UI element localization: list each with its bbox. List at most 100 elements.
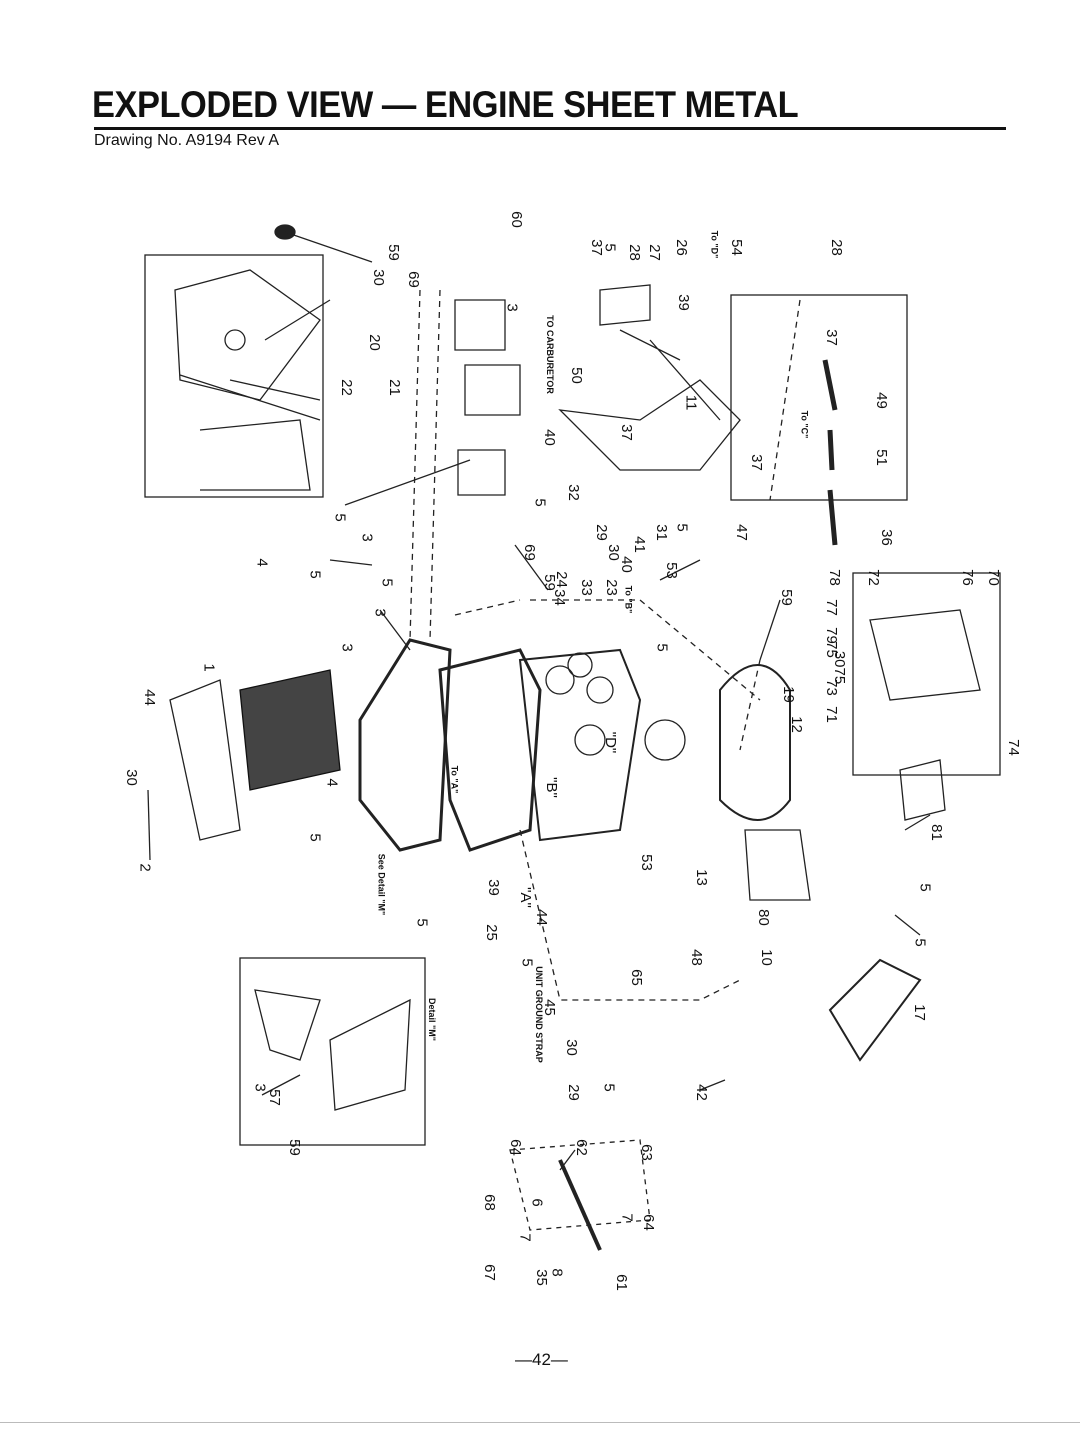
callout-label: TO CARBURETOR <box>544 315 555 394</box>
callout-label: 4 <box>253 558 271 567</box>
callout-label: 5 <box>653 643 671 652</box>
callout-label: 36 <box>877 529 895 546</box>
callout-label: 62 <box>572 1139 590 1156</box>
callout-label: 5 <box>531 498 549 507</box>
callout-label: 54 <box>727 239 745 256</box>
callout-label: 5 <box>601 243 619 252</box>
callout-label: 42 <box>692 1084 710 1101</box>
callout-label: 5 <box>518 958 536 967</box>
callout-label: 5 <box>331 513 349 522</box>
callout-label: UNIT GROUND STRAP <box>533 966 544 1063</box>
callout-label: 64 <box>506 1139 524 1156</box>
callout-label: 11 <box>682 394 700 411</box>
callout-label: 5 <box>911 938 929 947</box>
callout-label: 48 <box>687 949 705 966</box>
callout-label: 53 <box>637 854 655 871</box>
callout-label: 50 <box>567 367 585 384</box>
callout-label: 7 <box>618 1213 636 1222</box>
callout-label: 61 <box>612 1274 630 1291</box>
callout-label: 19 <box>779 686 797 703</box>
callout-label: 59 <box>285 1139 303 1156</box>
callout-label: 6 <box>528 1198 546 1207</box>
callout-label: 5 <box>600 1083 618 1092</box>
callout-label: 70 <box>984 569 1002 586</box>
callout-label: To "B" <box>623 585 634 614</box>
callout-label: 44 <box>140 689 158 706</box>
callout-label: 24 <box>552 571 570 588</box>
callout-label: 78 <box>825 569 843 586</box>
callout-label: 30 <box>369 269 387 286</box>
callout-label: 10 <box>757 949 775 966</box>
callout-label: 3 <box>338 643 356 652</box>
callout-label: 80 <box>754 909 772 926</box>
callout-label: 69 <box>404 271 422 288</box>
callout-label: 3 <box>251 1083 269 1092</box>
callout-label: 34 <box>550 589 568 606</box>
callout-label: 8 <box>548 1268 566 1277</box>
title-rule <box>94 127 1006 130</box>
callout-label: 5 <box>916 883 934 892</box>
callout-label: 45 <box>540 999 558 1016</box>
callout-label: 57 <box>265 1089 283 1106</box>
callout-label: 37 <box>617 424 635 441</box>
callout-label: See Detail "M" <box>376 853 387 916</box>
callout-label: 5 <box>413 918 431 927</box>
callout-label: 60 <box>507 211 525 228</box>
callout-label: 28 <box>827 239 845 256</box>
detail-m-inset <box>239 957 426 1146</box>
callout-label: 20 <box>365 334 383 351</box>
callout-label: 28 <box>625 244 643 261</box>
page-title: EXPLODED VIEW — ENGINE SHEET METAL <box>92 84 799 125</box>
callout-label: 5 <box>673 523 691 532</box>
callout-label: 41 <box>630 536 648 553</box>
drawing-number: Drawing No. A9194 Rev A <box>94 132 279 149</box>
callout-label: 5 <box>306 570 324 579</box>
callout-label: 30 <box>562 1039 580 1056</box>
callout-label: To "C" <box>799 410 810 439</box>
callout-label: 59 <box>777 589 795 606</box>
callout-label: "A" <box>516 887 534 908</box>
callout-label: 3 <box>503 303 521 312</box>
callout-label: 40 <box>540 429 558 446</box>
callout-label: 65 <box>627 969 645 986</box>
callout-label: 12 <box>787 716 805 733</box>
callout-label: 17 <box>910 1004 928 1021</box>
callout-label: 23 <box>602 579 620 596</box>
callout-label: 39 <box>484 879 502 896</box>
callout-label: 71 <box>822 706 840 723</box>
callout-label: 39 <box>674 294 692 311</box>
callout-label: 51 <box>872 449 890 466</box>
callout-label: Detail "M" <box>427 997 438 1042</box>
callout-label: 7 <box>516 1233 534 1242</box>
callout-label: 64 <box>639 1214 657 1231</box>
callout-label: 21 <box>385 379 403 396</box>
callout-label: 40 <box>617 556 635 573</box>
callout-label: 68 <box>480 1194 498 1211</box>
callout-label: 72 <box>864 569 882 586</box>
callout-label: 3 <box>371 608 389 617</box>
callout-label: 5 <box>306 833 324 842</box>
callout-label: 32 <box>564 484 582 501</box>
callout-label: 67 <box>480 1264 498 1281</box>
detail-inset-right <box>730 294 908 501</box>
callout-label: 29 <box>564 1084 582 1101</box>
callout-label: 3 <box>358 533 376 542</box>
callout-label: 69 <box>520 544 538 561</box>
footer-rule <box>0 1422 1080 1423</box>
callout-label: 37 <box>747 454 765 471</box>
callout-label: "B" <box>542 777 560 798</box>
callout-label: 30 <box>122 769 140 786</box>
callout-label: 53 <box>662 562 680 579</box>
callout-label: 31 <box>652 524 670 541</box>
callout-label: 5 <box>378 578 396 587</box>
callout-label: 4 <box>323 778 341 787</box>
callout-label: To "A" <box>449 765 460 794</box>
detail-inset-control <box>852 572 1001 776</box>
callout-label: 44 <box>532 909 550 926</box>
callout-label: 76 <box>958 569 976 586</box>
page-number: —42— <box>515 1350 568 1369</box>
callout-label: 33 <box>577 579 595 596</box>
callout-label: 74 <box>1004 739 1022 756</box>
callout-label: 22 <box>337 379 355 396</box>
